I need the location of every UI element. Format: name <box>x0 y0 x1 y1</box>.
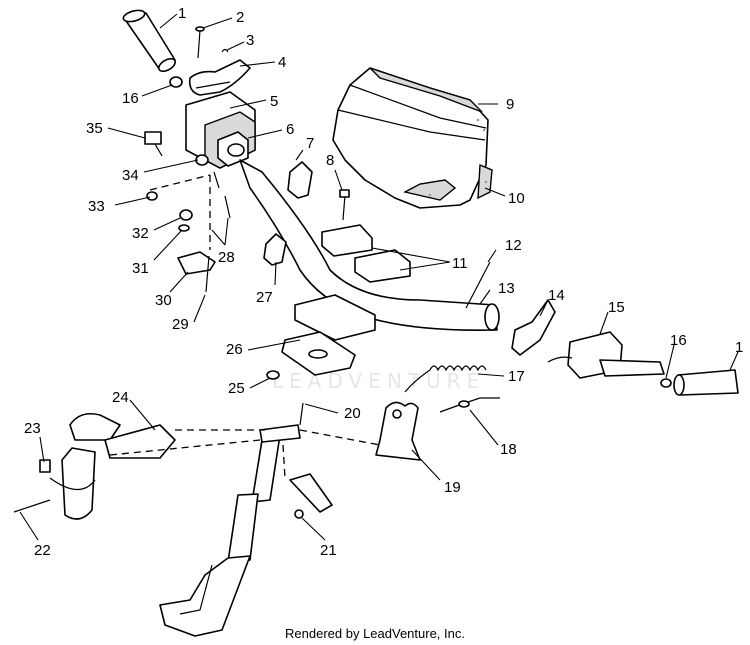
callout-31: 31 <box>132 260 149 277</box>
callout-14: 14 <box>548 287 565 304</box>
callout-24: 24 <box>112 389 129 406</box>
bolt <box>342 194 346 221</box>
callout-numbers: 1 2 3 4 16 5 6 35 34 7 8 9 10 33 32 31 2… <box>24 5 743 559</box>
callout-19: 19 <box>444 479 461 496</box>
riser-clamp <box>281 294 376 376</box>
pin-head <box>195 26 205 32</box>
small-clip <box>39 459 51 473</box>
cup-holder <box>49 412 121 520</box>
callout-3: 3 <box>246 32 254 49</box>
callout-11: 11 <box>452 255 468 272</box>
clamp-upper <box>287 161 313 199</box>
callout-34: 34 <box>122 167 139 184</box>
switch-knob <box>144 131 162 145</box>
roller-nut <box>294 509 304 519</box>
callout-1-top: 1 <box>178 5 186 22</box>
callout-4: 4 <box>278 54 286 71</box>
coil-spring <box>429 365 487 372</box>
upper-clamp-blocks <box>321 224 411 283</box>
mount-plate <box>177 251 216 275</box>
callout-16-left: 16 <box>122 90 139 107</box>
clamp-lower <box>263 233 287 266</box>
coil-wire <box>404 369 431 393</box>
wire-lead-connector <box>458 400 470 408</box>
brake-lever <box>188 59 251 96</box>
callout-27: 27 <box>256 289 273 306</box>
callout-1-right: 1 <box>735 339 743 356</box>
leader-lines <box>19 13 739 541</box>
mounting-bracket <box>375 401 421 461</box>
callout-21: 21 <box>320 542 337 559</box>
bolt-head <box>339 189 350 198</box>
callout-18: 18 <box>500 441 517 458</box>
right-grip <box>673 369 739 396</box>
screw-pair-b <box>213 171 220 189</box>
plug <box>169 76 183 88</box>
roller <box>289 473 333 513</box>
callout-33: 33 <box>88 198 105 215</box>
cup-holder-bracket <box>104 424 176 459</box>
callout-26: 26 <box>226 341 243 358</box>
callout-22: 22 <box>34 542 51 559</box>
callout-6: 6 <box>286 121 294 138</box>
right-control-housing <box>547 331 665 379</box>
nut-small <box>146 191 158 201</box>
callout-9: 9 <box>506 96 514 113</box>
screw-pair-a <box>224 195 231 219</box>
callout-28: 28 <box>218 249 235 266</box>
callout-20: 20 <box>344 405 361 422</box>
handlebar-cover <box>332 67 493 209</box>
callout-7: 7 <box>306 135 314 152</box>
callout-2: 2 <box>236 9 244 26</box>
callout-30: 30 <box>155 292 172 309</box>
callout-35: 35 <box>86 120 103 137</box>
riser-nut <box>266 370 280 380</box>
long-bolt <box>13 499 51 513</box>
callout-17: 17 <box>508 368 525 385</box>
washer-upper <box>179 209 193 221</box>
callout-16-right: 16 <box>670 332 687 349</box>
callout-8: 8 <box>326 152 334 169</box>
left-grip <box>122 9 176 73</box>
clip <box>221 48 229 53</box>
assembly-lines <box>109 174 381 479</box>
mount-bolt <box>205 255 210 293</box>
washer-lower <box>178 224 190 232</box>
callout-12: 12 <box>505 237 522 254</box>
watermark-text: LEADVENTURE <box>272 369 485 393</box>
callout-15: 15 <box>608 299 625 316</box>
callout-25: 25 <box>228 380 245 397</box>
throttle-bracket <box>511 299 556 356</box>
bracket-hole <box>392 409 402 419</box>
wire-lead <box>439 397 500 413</box>
credit-line: Rendered by LeadVenture, Inc. <box>285 626 465 641</box>
steering-column <box>159 424 301 637</box>
callout-32: 32 <box>132 225 149 242</box>
thin-cable <box>465 261 491 309</box>
callout-13: 13 <box>498 280 515 297</box>
right-plug <box>660 378 672 388</box>
screw <box>299 402 304 426</box>
switch-screw <box>154 143 163 157</box>
pin <box>197 29 201 59</box>
callout-5: 5 <box>270 93 278 110</box>
control-housing <box>185 91 256 169</box>
callout-10: 10 <box>508 190 525 207</box>
callout-23: 23 <box>24 420 41 437</box>
handlebar-tube <box>239 159 500 332</box>
callout-29: 29 <box>172 316 189 333</box>
